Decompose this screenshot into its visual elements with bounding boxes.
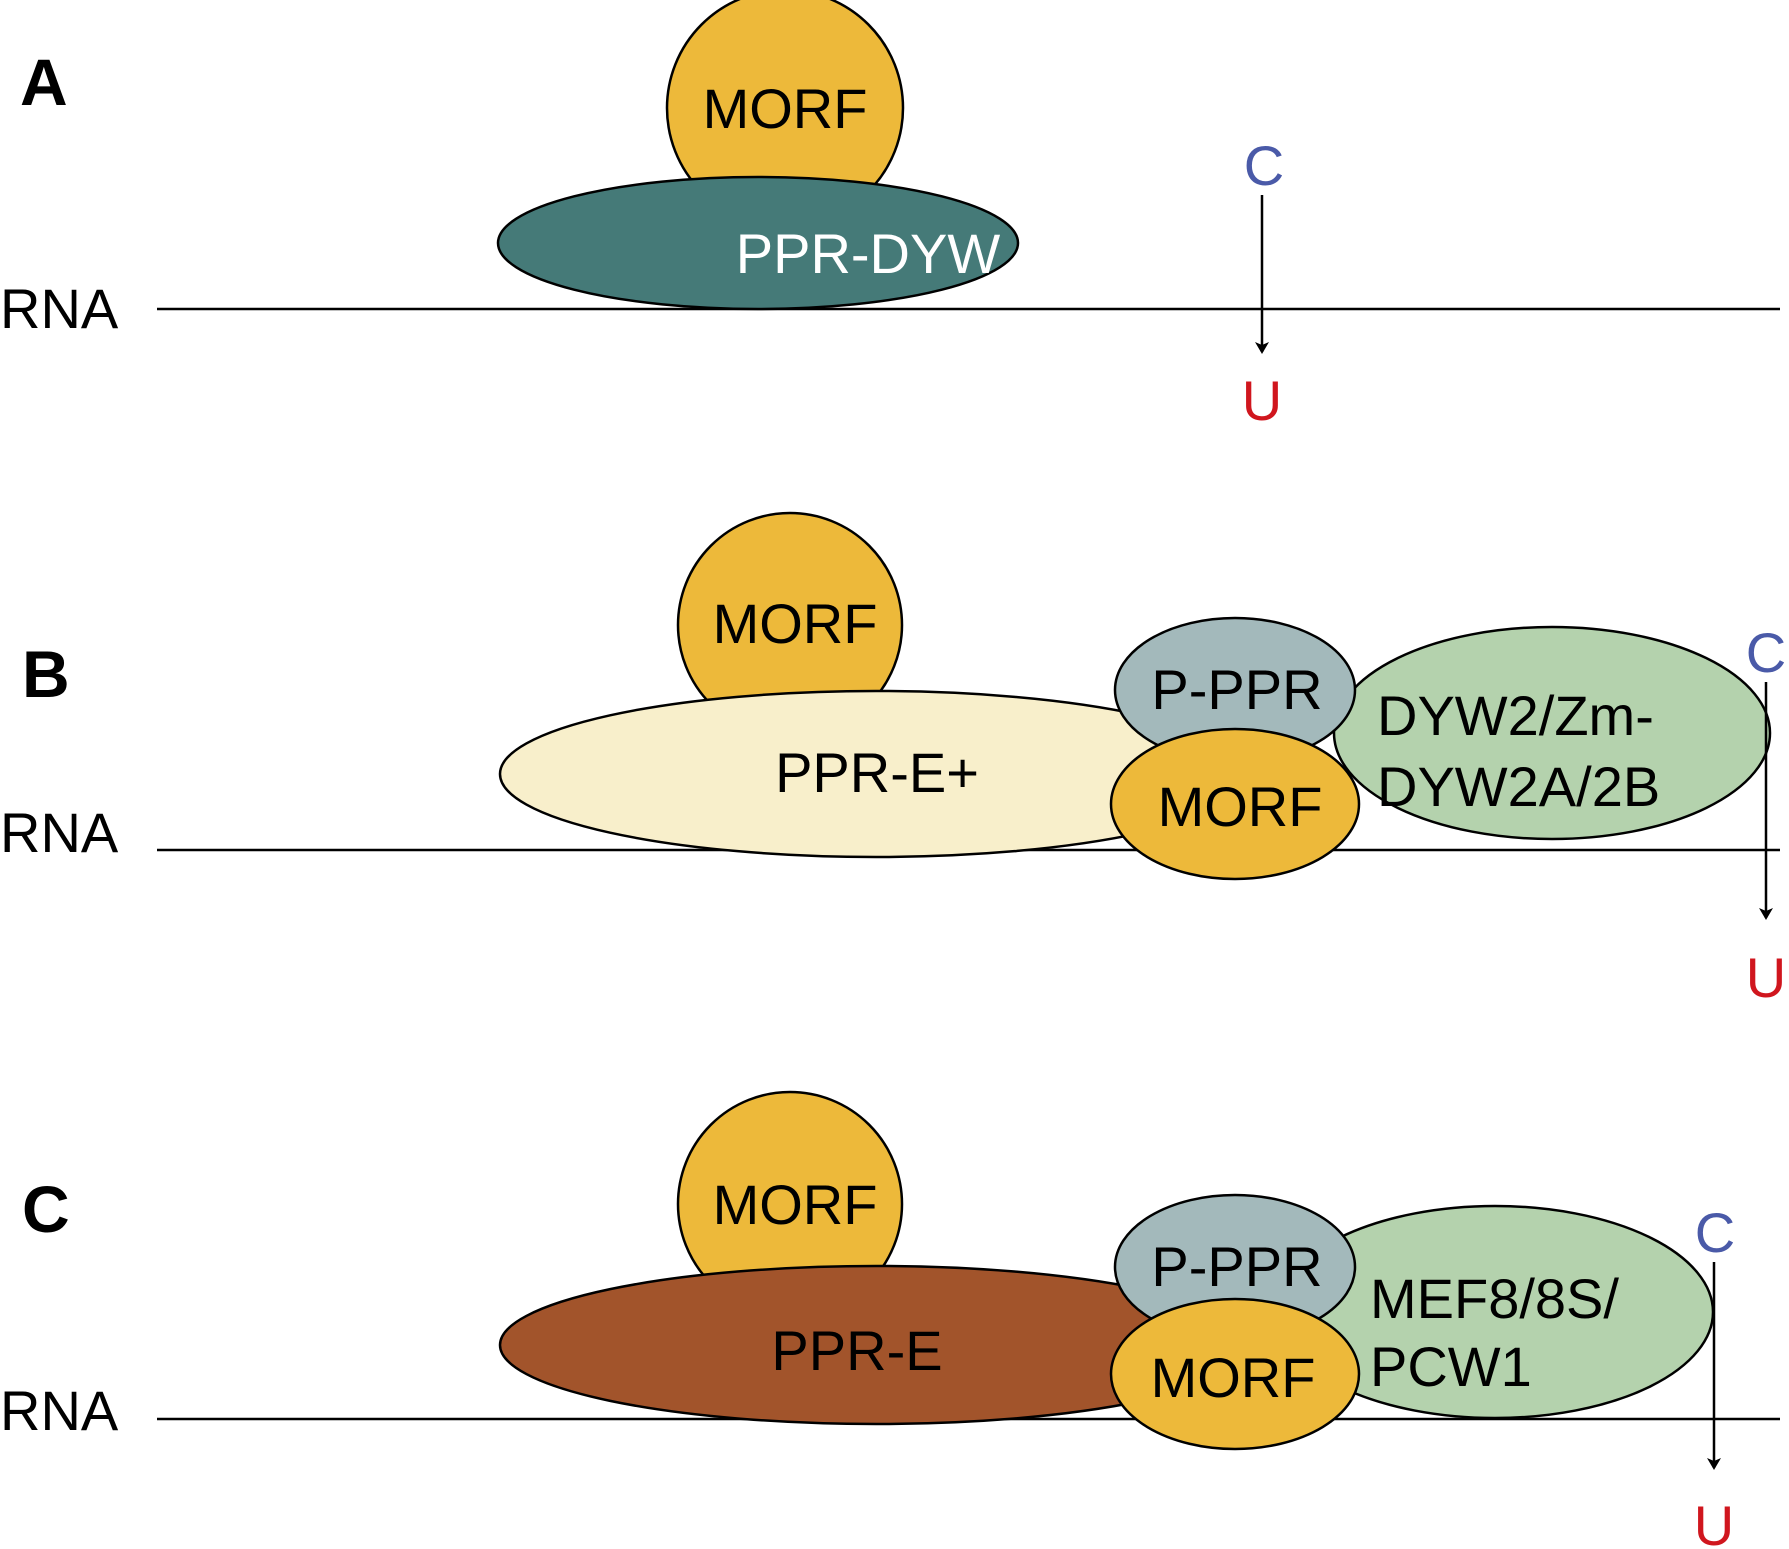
panel-a-morf-label: MORF xyxy=(703,77,868,140)
panel-b-ppr-e-plus-label: PPR-E+ xyxy=(775,741,979,804)
panel-b-p-ppr-protein: P-PPR xyxy=(1113,616,1357,764)
panel-c-morf-bottom-protein: MORF xyxy=(1109,1297,1361,1451)
panel-a-rna-label: RNA xyxy=(0,277,119,340)
panel-b-p-ppr-label: P-PPR xyxy=(1151,658,1322,721)
panel-a-ppr-dyw-shape xyxy=(496,175,1020,311)
panel-b-dyw2-label-line2: DYW2A/2B xyxy=(1377,755,1660,818)
panel-c-editing-site: C U xyxy=(1694,1201,1735,1549)
panel-a-letter: A xyxy=(20,45,68,119)
panel-b-morf-top-protein: MORF xyxy=(676,511,904,739)
panel-b-uridine-label: U xyxy=(1746,946,1786,1009)
panel-a-ppr-dyw-label: PPR-DYW xyxy=(736,222,1001,285)
panel-b-dyw2-shape xyxy=(1332,625,1772,841)
panel-b-morf-bottom-label: MORF xyxy=(1158,775,1323,838)
panel-c-letter: C xyxy=(22,1172,70,1246)
panel-b-dyw2-protein: DYW2/Zm- DYW2A/2B xyxy=(1332,625,1772,841)
panel-b-morf-top-label: MORF xyxy=(713,592,878,655)
panel-c-p-ppr-label: P-PPR xyxy=(1151,1235,1322,1298)
panel-a: A RNA MORF PPR-DYW C U xyxy=(0,0,1780,432)
panel-a-morf-protein: MORF xyxy=(665,0,905,228)
panel-c-ppr-e-label: PPR-E xyxy=(771,1319,942,1382)
panel-c-morf-top-protein: MORF xyxy=(676,1090,904,1318)
panel-b-dyw2-label-line1: DYW2/Zm- xyxy=(1377,684,1654,747)
panel-a-ppr-dyw-protein: PPR-DYW xyxy=(496,175,1020,311)
panel-c-uridine-label: U xyxy=(1694,1494,1734,1549)
panel-b-cytidine-label: C xyxy=(1746,621,1786,684)
panel-c: C RNA MORF PPR-E MEF8/8S/ PCW1 P-PPR MOR… xyxy=(0,1090,1780,1549)
panel-c-morf-bottom-label: MORF xyxy=(1151,1346,1316,1409)
panel-c-morf-top-label: MORF xyxy=(713,1173,878,1236)
panel-a-editing-site: C U xyxy=(1242,134,1284,432)
panel-c-rna-label: RNA xyxy=(0,1379,119,1442)
panel-b-morf-bottom-protein: MORF xyxy=(1109,727,1361,881)
panel-c-morf-bottom-shape xyxy=(1109,1297,1361,1451)
panel-a-cytidine-label: C xyxy=(1244,134,1284,197)
panel-b-letter: B xyxy=(22,637,70,711)
panel-c-p-ppr-protein: P-PPR xyxy=(1113,1193,1357,1341)
panel-a-uridine-label: U xyxy=(1242,369,1282,432)
panel-b-editing-site: C U xyxy=(1746,621,1786,1009)
panel-c-mef8-label-line2: PCW1 xyxy=(1370,1335,1532,1398)
panel-b-ppr-e-plus-protein: PPR-E+ xyxy=(498,689,1254,859)
panel-c-cytidine-label: C xyxy=(1695,1201,1735,1264)
panel-c-mef8-protein: MEF8/8S/ PCW1 xyxy=(1275,1204,1715,1420)
panel-b: B RNA MORF PPR-E+ DYW2/Zm- DYW2A/2B P-PP… xyxy=(0,511,1786,1009)
panel-b-rna-label: RNA xyxy=(0,801,119,864)
panel-c-mef8-label-line1: MEF8/8S/ xyxy=(1370,1267,1619,1330)
panel-b-morf-bottom-shape xyxy=(1109,727,1361,881)
